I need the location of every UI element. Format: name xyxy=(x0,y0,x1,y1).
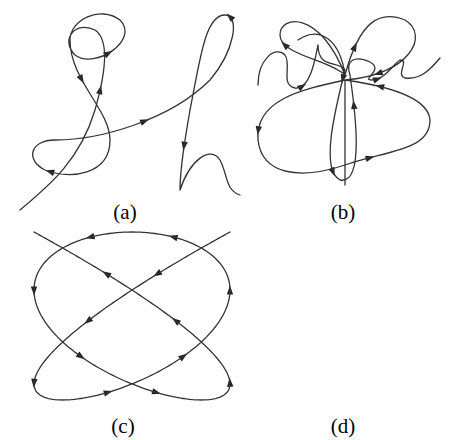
subfigure-label: (d) xyxy=(331,414,356,439)
arrowheads xyxy=(31,14,385,397)
subfigure-label: (c) xyxy=(111,414,134,439)
handwriting-trajectory xyxy=(258,17,430,185)
handwriting-trajectory xyxy=(20,14,240,210)
subfigure-label: (b) xyxy=(331,200,356,225)
subfigure-label: (a) xyxy=(113,200,136,225)
handwriting-trajectory xyxy=(34,232,230,400)
handwriting-trajectory xyxy=(258,45,440,180)
